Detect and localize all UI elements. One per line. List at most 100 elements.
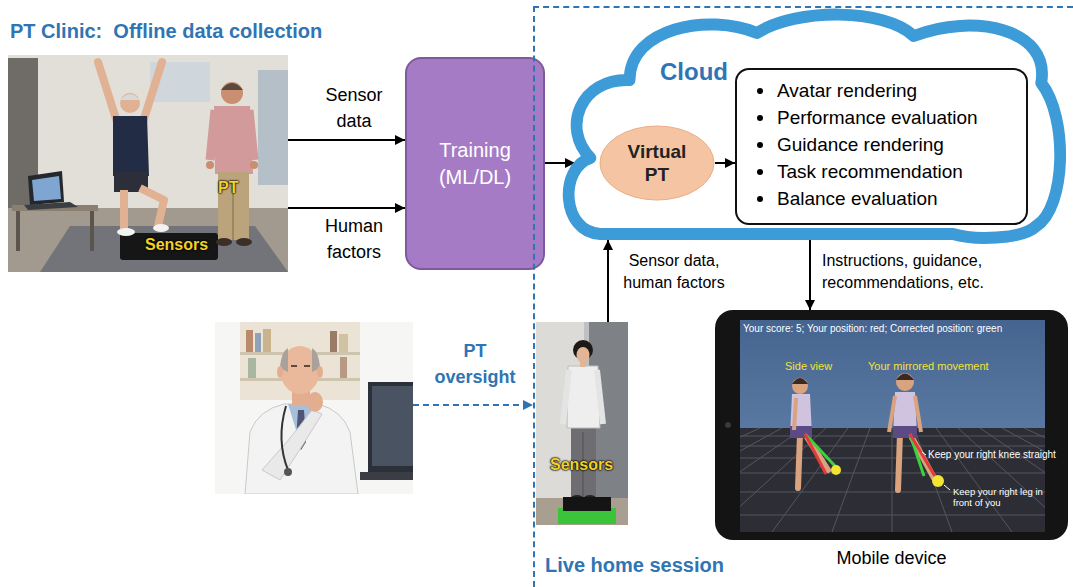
- edge-label: Instructions, guidance, recommendations,…: [822, 250, 1012, 294]
- illustration-part: [277, 366, 283, 378]
- illustration-part: [262, 410, 322, 480]
- region-title: Live home session: [545, 554, 724, 577]
- illustration-part: [206, 161, 214, 169]
- illustration-part: [210, 110, 215, 160]
- illustration-part: [258, 70, 288, 185]
- screen-hint: Keep your right knee straight: [928, 449, 1056, 461]
- illustration-part: [563, 497, 611, 511]
- list-box: Avatar renderingPerformance evaluationGu…: [735, 68, 1028, 225]
- illustration-part: [221, 82, 243, 104]
- ellipse-node: Virtual PT: [599, 125, 715, 201]
- flow-arrow: [607, 240, 609, 322]
- illustration-part: [263, 329, 271, 352]
- illustration-part: [284, 468, 292, 476]
- screen-hint: Keep your right leg in front of you: [953, 486, 1045, 508]
- tablet-device: Your score: 5; Your position: red; Corre…: [715, 310, 1068, 540]
- illustration-part: [240, 322, 360, 400]
- illustration-part: [250, 161, 258, 169]
- illustration-part: [893, 426, 917, 438]
- doctor-photo: [215, 322, 413, 494]
- photo-caption: PT: [218, 179, 238, 197]
- connector-group: [288, 140, 810, 405]
- screen-text: Your score: 5; Your position: red; Corre…: [743, 323, 1002, 335]
- illustration-part: [120, 94, 140, 100]
- illustration-part: [307, 392, 323, 412]
- illustration-part: [153, 224, 169, 232]
- region-frame: Live home session CloudVirtual PT Avatar r…: [533, 6, 1073, 587]
- illustration-part: [249, 110, 254, 160]
- illustration-part: [798, 434, 800, 488]
- illustration-part: [340, 357, 347, 378]
- illustration-part: [896, 374, 914, 381]
- illustration-part: [580, 361, 586, 367]
- illustration-part: [120, 93, 140, 113]
- illustration-part: [831, 465, 841, 475]
- flow-arrow: [809, 240, 811, 310]
- box-text: Training (ML/DL): [407, 137, 543, 191]
- illustration-part: [8, 55, 288, 272]
- illustration-part: [372, 386, 413, 466]
- illustration-part: [536, 322, 628, 525]
- illustration-part: [898, 434, 900, 490]
- clinic-photo: PT Sensors: [8, 55, 288, 272]
- illustration-part: [896, 373, 914, 391]
- edge-label: PT oversight: [426, 338, 524, 390]
- illustration-part: [90, 211, 94, 251]
- clinic-photo: [8, 55, 288, 272]
- illustration-part: [792, 378, 808, 394]
- home-photo: [536, 322, 628, 525]
- illustration-part: [932, 475, 944, 487]
- illustration-part: [246, 330, 253, 352]
- illustration-part: [577, 347, 590, 363]
- section-heading: PT Clinic: Offline data collection: [10, 20, 322, 43]
- illustration-part: [339, 334, 348, 352]
- illustration-part: [944, 485, 950, 490]
- ellipse-outline: [599, 125, 715, 201]
- illustration-part: [248, 358, 256, 378]
- screen-heading: Your mirrored movement: [868, 360, 989, 372]
- illustration-part: [304, 365, 310, 367]
- process-box: Training (ML/DL): [405, 57, 545, 270]
- doctor-photo: [215, 322, 413, 494]
- illustration-part: [360, 472, 413, 480]
- bullet-item: Performance evaluation: [747, 104, 1016, 131]
- cloud-title: Cloud: [660, 58, 728, 86]
- illustration-part: [915, 396, 921, 432]
- illustration-part: [40, 226, 288, 272]
- illustration-part: [805, 434, 826, 474]
- illustration-part: [214, 106, 253, 174]
- edge-label: Human factors: [314, 213, 394, 265]
- illustration-part: [740, 428, 1045, 532]
- tablet-drawing: [472, 310, 1073, 540]
- illustration-part: [24, 202, 78, 210]
- illustration-part: [221, 83, 243, 90]
- illustration-part: [563, 370, 569, 424]
- illustration-part: [922, 452, 926, 455]
- bullet-item: Balance evaluation: [747, 185, 1016, 212]
- illustration-part: [245, 404, 358, 494]
- illustration-part: [120, 233, 218, 260]
- flow-arrow: [288, 207, 405, 209]
- tablet-screen: [740, 320, 1045, 532]
- illustration-part: [117, 228, 135, 236]
- ellipse-shape: [600, 126, 714, 200]
- screen-heading: Side view: [785, 360, 832, 372]
- home-photo: Sensors: [536, 322, 628, 525]
- illustration-part: [792, 378, 808, 384]
- illustration-part: [794, 398, 796, 430]
- illustration-part: [368, 382, 413, 472]
- illustration-part: [597, 370, 603, 424]
- dashed-arrow: [413, 404, 533, 406]
- illustration-part: [143, 62, 162, 122]
- illustration-part: [330, 331, 337, 352]
- illustration-part: [216, 238, 232, 246]
- bullet-item: Avatar rendering: [747, 77, 1016, 104]
- illustration-part: [215, 322, 413, 494]
- illustration-part: [291, 365, 297, 367]
- photo-caption: Sensors: [145, 236, 208, 254]
- illustration-part: [28, 171, 64, 205]
- illustration-part: [725, 422, 731, 428]
